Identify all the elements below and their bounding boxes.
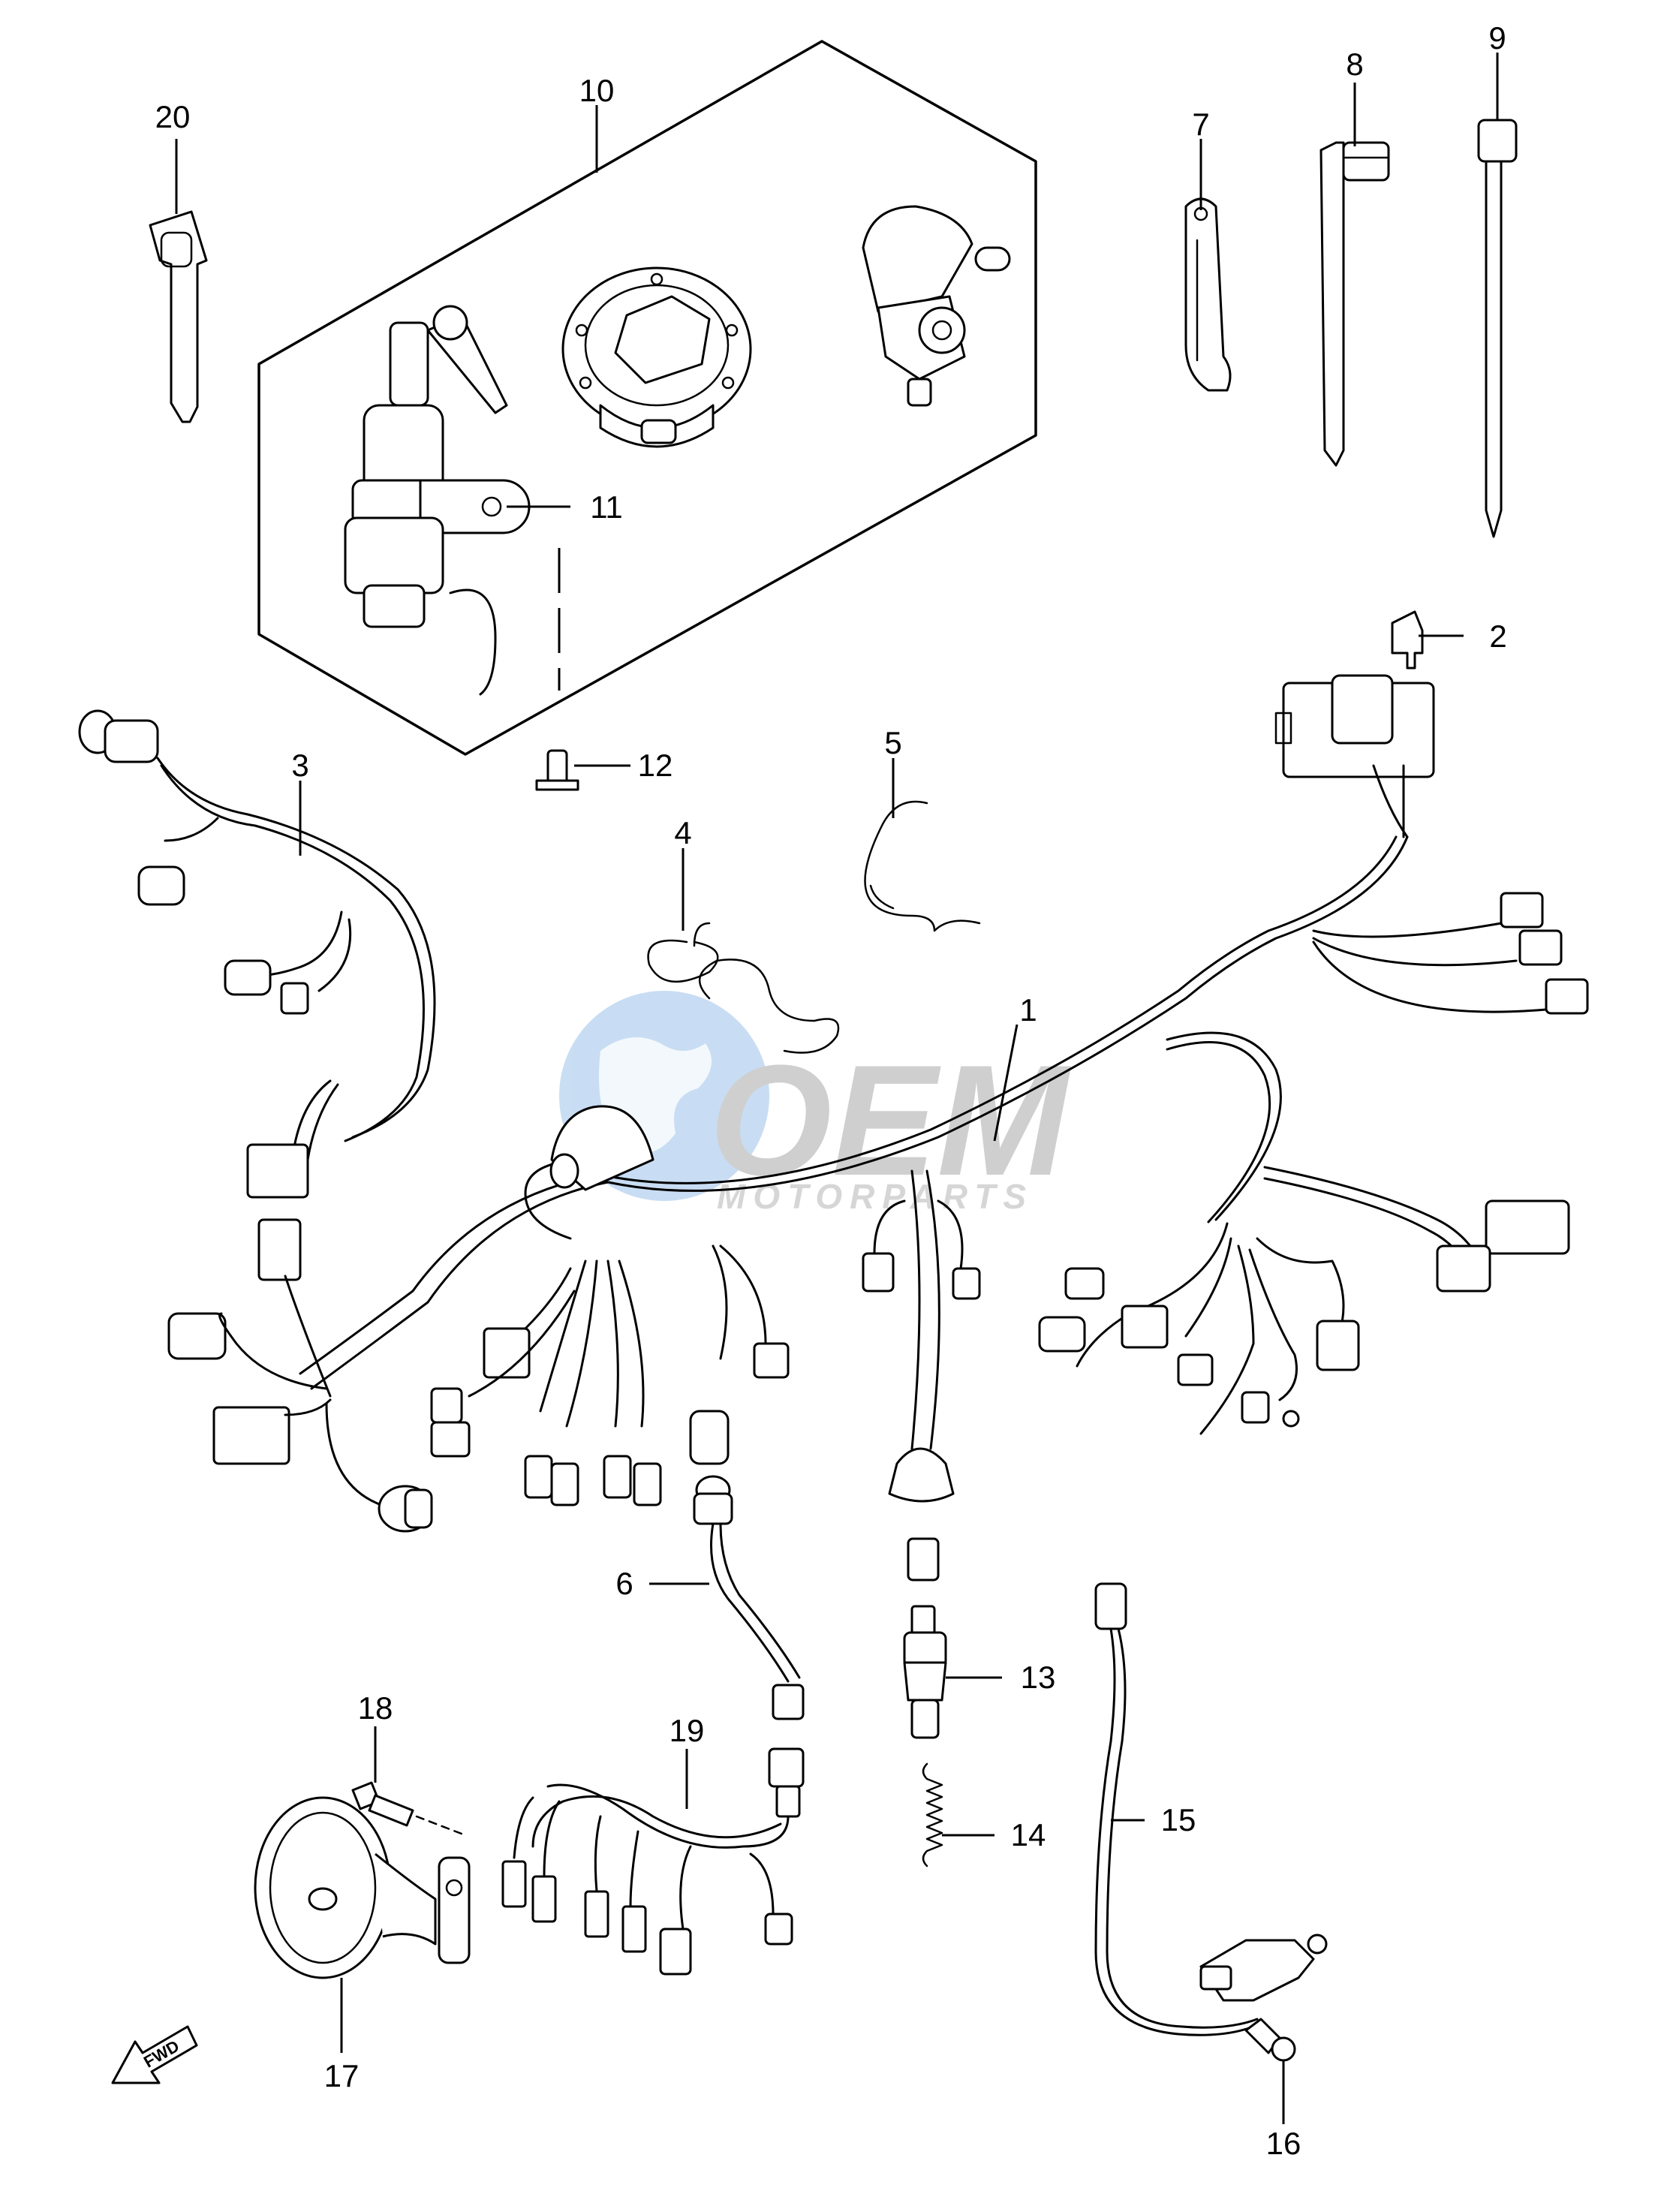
bolt-12-part: [535, 749, 579, 791]
watermark: OEM MOTORPARTS: [559, 991, 1071, 1216]
callout-4: 4: [674, 815, 691, 850]
callout-19: 19: [670, 1713, 705, 1748]
clamp-part: [1184, 197, 1232, 392]
spring-14-part: [922, 1762, 943, 1867]
callout-11: 11: [590, 489, 623, 525]
clamp-tie-8-part: [1319, 141, 1390, 467]
callout-6: 6: [615, 1566, 633, 1601]
fuel-cap-part: [561, 266, 752, 448]
sub-wiring-harness-3: [78, 709, 436, 1199]
wire-6-part: [693, 1475, 805, 1720]
callout-5: 5: [884, 725, 901, 760]
callout-13: 13: [1021, 1660, 1056, 1695]
callout-14: 14: [1011, 1817, 1046, 1852]
callout-18: 18: [358, 1690, 393, 1726]
seat-lock-part: [862, 205, 1011, 407]
callout-leaders: [175, 53, 1499, 2124]
kit-box-outline: [257, 40, 1037, 756]
callout-2: 2: [1489, 618, 1506, 654]
clamp-5-part: [864, 800, 981, 932]
callout-17: 17: [324, 2058, 360, 2093]
callout-1: 1: [1019, 992, 1037, 1028]
cable-tie-part: [1477, 119, 1518, 538]
horn-part: [254, 1796, 471, 1979]
ignition-switch-part: [344, 305, 531, 696]
screw-16-part: [1244, 2018, 1296, 2062]
callout-8: 8: [1346, 47, 1363, 82]
bolt-18-part: [351, 1781, 467, 1837]
switch-13-part: [903, 1605, 947, 1739]
forward-arrow-icon: FWD: [111, 2025, 198, 2084]
hook-4-part: [647, 922, 840, 1054]
lock-set-kit: [257, 40, 1037, 756]
callout-20: 20: [155, 99, 191, 134]
main-wiring-harness: [167, 674, 1589, 1582]
callout-12: 12: [638, 748, 673, 783]
watermark-subtitle: MOTORPARTS: [717, 1177, 1034, 1216]
callout-16: 16: [1266, 2126, 1301, 2161]
wire-19-part: [501, 1747, 805, 1976]
blank-key-part: [149, 210, 208, 423]
callout-labels: 1 2 3 4 5 6 7 8 9 10 11 12 13 14 15 16 1…: [155, 20, 1507, 2161]
callout-10: 10: [579, 73, 615, 108]
callout-15: 15: [1161, 1802, 1196, 1837]
callout-7: 7: [1192, 107, 1209, 142]
callout-3: 3: [291, 748, 308, 783]
wire-15-part: [1094, 1582, 1328, 2036]
callout-9: 9: [1488, 20, 1506, 56]
fuse-part: [1391, 610, 1424, 670]
